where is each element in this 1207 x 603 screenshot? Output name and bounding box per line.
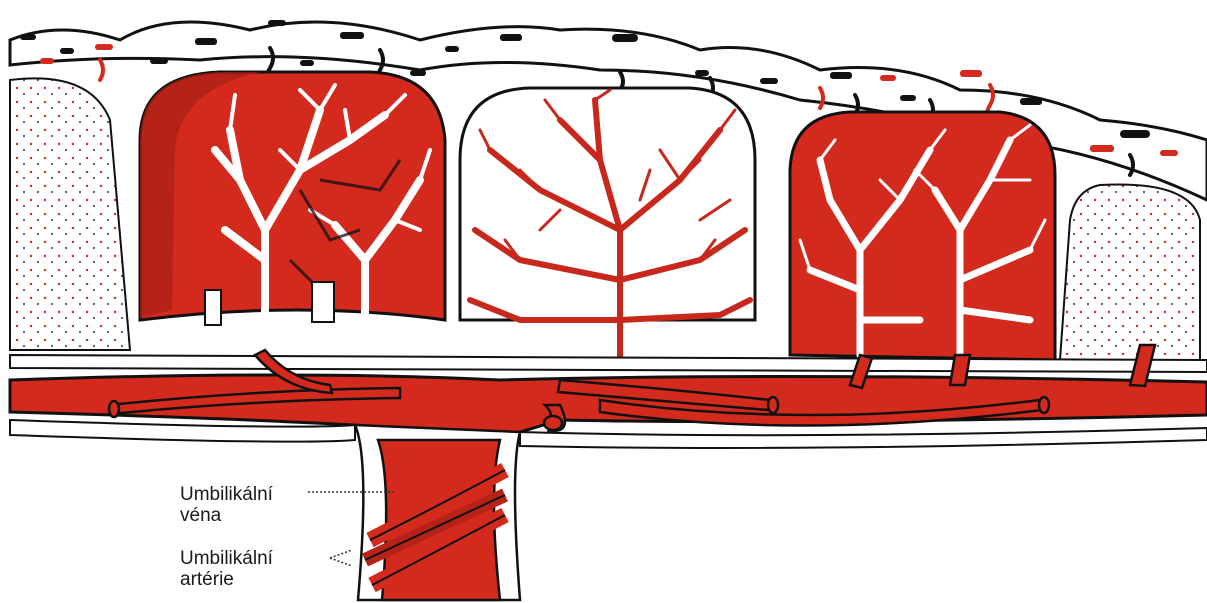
umbilical-vein-label: Umbilikální véna (180, 484, 273, 526)
cotyledon-red-1 (140, 72, 445, 345)
umbilical-vein-label-line2: véna (180, 505, 273, 526)
umbilical-cord (355, 425, 520, 600)
umbilical-arteries-label: Umbilikální artérie (180, 548, 273, 590)
cotyledon-red-3 (790, 112, 1055, 360)
umbilical-arteries-label-line1: Umbilikální (180, 548, 273, 569)
cotyledon-white-2 (460, 88, 755, 360)
umbilical-arteries-label-line2: artérie (180, 569, 273, 590)
umbilical-vein-label-line1: Umbilikální (180, 484, 273, 505)
